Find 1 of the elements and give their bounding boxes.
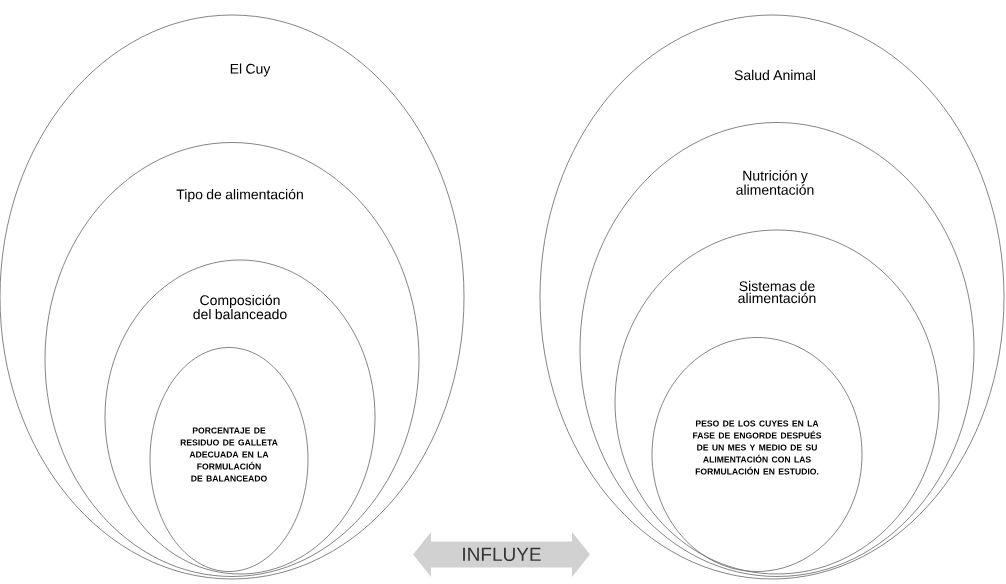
block-arrow bbox=[413, 531, 590, 577]
